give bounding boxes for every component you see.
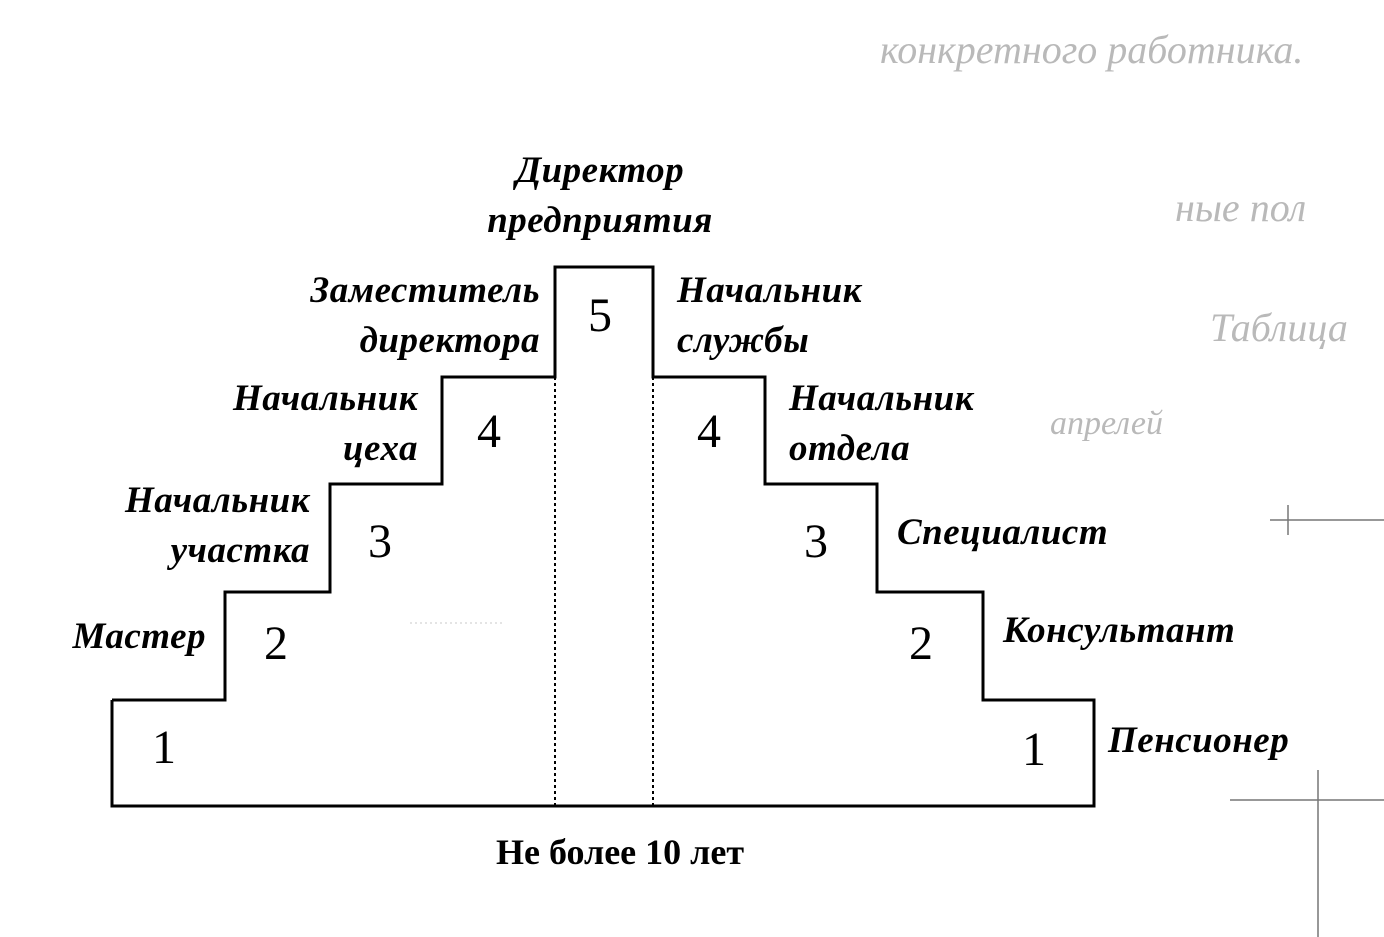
label-line: Директор — [515, 150, 685, 191]
label-department-head: Начальник отдела — [789, 374, 1089, 474]
label-line: отдела — [789, 428, 911, 469]
label-deputy-director: Заместитель директора — [240, 266, 540, 366]
scan-artifact-marks — [1230, 505, 1384, 937]
level-2-left-number: 2 — [264, 617, 288, 670]
label-foreman: Мастер — [10, 612, 206, 662]
label-workshop-head: Начальник цеха — [140, 374, 418, 474]
label-line: участка — [170, 530, 310, 571]
label-line: Специалист — [897, 512, 1109, 553]
level-1-right-number: 1 — [1022, 723, 1046, 776]
label-pensioner: Пенсионер — [1108, 716, 1368, 766]
label-line: службы — [677, 320, 810, 361]
label-line: Начальник — [125, 480, 310, 521]
label-specialist: Специалист — [897, 508, 1197, 558]
label-service-head: Начальник службы — [677, 266, 977, 366]
level-4-right-number: 4 — [697, 405, 721, 458]
background-text-right-2: Таблица — [1210, 305, 1348, 350]
label-line: директора — [359, 320, 540, 361]
level-3-left-number: 3 — [368, 515, 392, 568]
label-line: Начальник — [677, 270, 862, 311]
label-line: Начальник — [789, 378, 974, 419]
label-line: Пенсионер — [1108, 720, 1290, 761]
background-text-right-3: апрелей — [1050, 405, 1164, 442]
level-3-right-number: 3 — [804, 515, 828, 568]
level-4-left-number: 4 — [477, 405, 501, 458]
label-line: цеха — [342, 428, 418, 469]
level-1-left-number: 1 — [152, 721, 176, 774]
label-enterprise-director: Директор предприятия — [440, 146, 760, 246]
label-line: предприятия — [487, 200, 713, 241]
background-text-right-1: ные пол — [1175, 185, 1307, 230]
label-line: Начальник — [233, 378, 418, 419]
label-line: Мастер — [72, 616, 206, 657]
label-line: Заместитель — [310, 270, 540, 311]
level-5-number: 5 — [588, 289, 612, 342]
label-section-head: Начальник участка — [30, 476, 310, 576]
label-consultant: Консультант — [1003, 606, 1303, 656]
duration-caption: Не более 10 лет — [495, 832, 745, 872]
background-text-top: конкретного работника. — [880, 27, 1304, 72]
level-2-right-number: 2 — [909, 617, 933, 670]
label-line: Консультант — [1003, 610, 1236, 651]
